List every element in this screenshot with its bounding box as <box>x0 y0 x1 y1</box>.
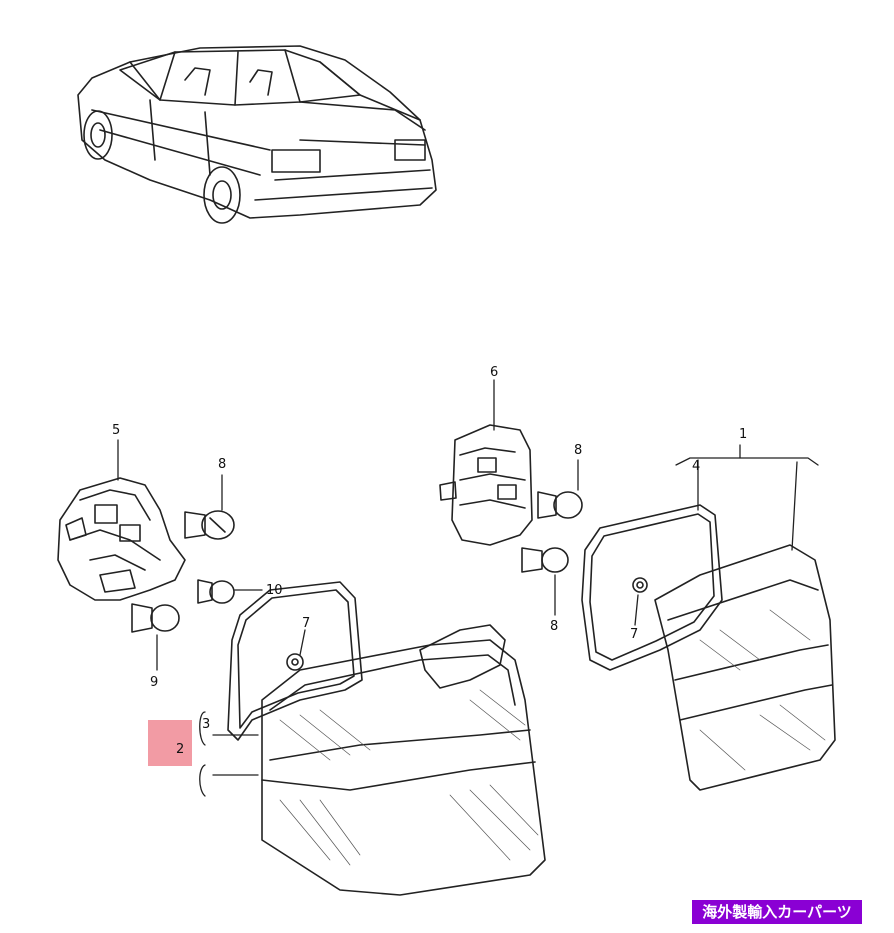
callout-5: 5 <box>112 423 121 438</box>
tail-light-right <box>654 544 836 791</box>
callout-9: 9 <box>150 675 159 690</box>
callout-3: 3 <box>202 717 211 732</box>
callout-8-left: 8 <box>218 457 227 472</box>
tail-light-left <box>261 624 546 896</box>
leader-lines <box>117 379 819 797</box>
callout-7-right: 7 <box>630 627 639 642</box>
callout-10: 10 <box>266 583 283 598</box>
callout-6: 6 <box>490 365 499 380</box>
car-illustration <box>77 45 437 224</box>
bulb-center-upper <box>537 491 583 519</box>
callout-4: 4 <box>692 459 701 474</box>
watermark-badge: 海外製輸入カーパーツ <box>692 900 862 924</box>
callout-2: 2 <box>176 742 185 757</box>
bulb-holder-center <box>439 424 533 546</box>
bulb-left-middle <box>197 579 235 604</box>
callout-8-center-upper: 8 <box>574 443 583 458</box>
callout-8-center-lower: 8 <box>550 619 559 634</box>
bulb-left-lower <box>131 603 180 633</box>
callout-1: 1 <box>739 427 748 442</box>
bulb-left-upper <box>184 510 235 540</box>
nut-right <box>632 577 648 593</box>
callout-7-left: 7 <box>302 616 311 631</box>
nut-left <box>286 653 304 671</box>
highlight-box <box>148 720 192 766</box>
bulb-holder-left <box>57 477 186 601</box>
gasket-left <box>227 581 363 741</box>
gasket-right <box>581 504 723 671</box>
bulb-center-lower <box>521 547 569 573</box>
